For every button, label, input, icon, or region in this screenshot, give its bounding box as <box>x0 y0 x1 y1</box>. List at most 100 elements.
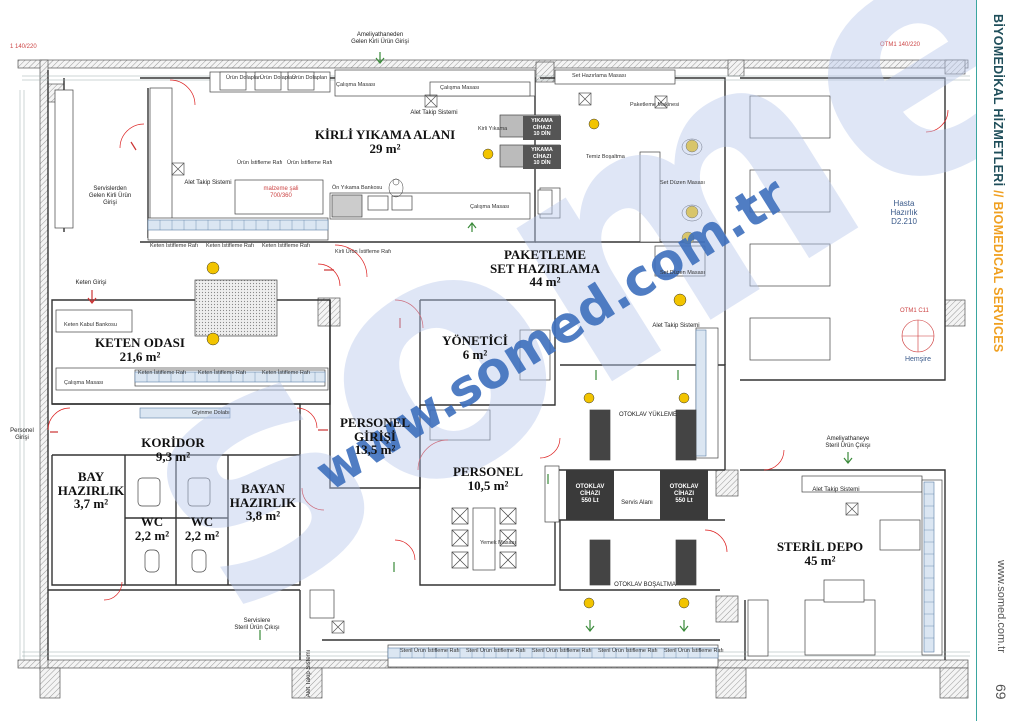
room-koridor: KORİDOR 9,3 m² <box>128 436 218 463</box>
tracking-system-3: Alet Takip Sistemi <box>648 323 704 330</box>
label-sterile-rack-3: Steril Ürün İstifleme Rafı <box>532 648 592 654</box>
sidebar-title-en: BIOMEDICAL SERVICES <box>991 201 1005 353</box>
label-text: Steril Ürün Çıkışı <box>234 624 280 631</box>
label-work-table-1: Çalışma Masası <box>336 82 376 88</box>
autoclave-unload-label: OTOKLAV BOŞALTMA <box>610 582 680 589</box>
door-swings <box>47 79 949 601</box>
label-work-table-4: Çalışma Masası <box>64 380 104 386</box>
label-text: Alet Takip Sistemi <box>812 487 860 493</box>
unit-line: CİHAZI <box>532 153 552 160</box>
room-area: 2,2 m² <box>134 527 170 543</box>
flow-arrows <box>50 52 853 640</box>
label-text: Personel <box>10 428 34 434</box>
label-linen-reception: Keten Kabul Bankosu <box>64 322 117 328</box>
unit-line: YIKAMA <box>531 118 553 124</box>
label-sterile-rack-4: Steril Ürün İstifleme Rafı <box>598 648 658 654</box>
label-text: 700/360 <box>270 192 292 199</box>
unit-line: 550 Lt <box>675 498 693 505</box>
room-name: KETEN ODASI <box>95 335 185 350</box>
label-product-cabinet-3: Ürün Dolapları <box>292 75 328 81</box>
room-kirli-yikama: KİRLİ YIKAMA ALANI 29 m² <box>300 128 470 155</box>
staff-entrance: Personel Girişi <box>2 428 42 442</box>
label-text: Alet Takip Sistemi <box>306 650 312 698</box>
unit-line: 550 Lt <box>581 498 599 505</box>
label-text: Gelen Kirli Ürün Girişi <box>351 38 409 45</box>
room-area: 6 m² <box>462 346 488 362</box>
label-text: OTOKLAV YÜKLEME <box>618 412 678 418</box>
room-name-2: SET HAZIRLAMA <box>490 260 600 276</box>
tracking-system-4: Alet Takip Sistemi <box>808 487 864 494</box>
label-dressing-cabinet: Giyinme Dolabı <box>192 410 230 416</box>
room-area: 2,2 m² <box>184 527 220 543</box>
label-text: Steril Ürün Çıkışı <box>825 442 871 449</box>
label-prewash: Ön Yıkama Bankosu <box>332 185 383 191</box>
nurse-station-symbol <box>901 319 935 353</box>
room-yonetici: YÖNETİCİ 6 m² <box>430 334 520 361</box>
surgery-dirty-inlet: Ameliyathaneden Gelen Kirli Ürün Girişi <box>340 32 420 46</box>
room-area: 45 m² <box>804 552 836 568</box>
grid-label-mid: OTM1 C11 <box>900 308 930 314</box>
label-text: Gelen Kirli Ürün <box>88 192 132 199</box>
room-name: BAY <box>77 469 105 484</box>
unit-line: CİHAZI <box>674 491 694 498</box>
label-product-rack-1: Ürün İstifleme Rafı <box>237 160 283 166</box>
room-area: 21,6 m² <box>119 348 161 364</box>
counters <box>54 69 943 668</box>
room-area: 44 m² <box>529 274 561 290</box>
unit-line: OTOKLAV <box>669 484 699 490</box>
room-steril-depo: STERİL DEPO 45 m² <box>765 540 875 567</box>
label-linen-rack-6: Keten İstifleme Rafı <box>262 370 310 376</box>
x-markers <box>171 92 859 634</box>
label-text: Girişi <box>15 434 29 441</box>
label-set-table-2: Set Düzen Masası <box>660 270 705 276</box>
room-name: PERSONEL <box>339 415 411 430</box>
room-personel: PERSONEL 10,5 m² <box>438 465 538 492</box>
service-sterile-outlet: Servislere Steril Ürün Çıkışı <box>224 618 290 632</box>
label-text: Ameliyathaneye <box>826 436 870 442</box>
room-keten-odasi: KETEN ODASI 21,6 m² <box>85 336 195 363</box>
autoclave-load-label: OTOKLAV YÜKLEME <box>618 412 678 419</box>
room-name: Hemşire <box>904 356 932 363</box>
unit-line: YIKAMA <box>531 147 553 153</box>
label-text: Alet Takip Sistemi <box>184 180 232 186</box>
label-text: Ameliyathaneden <box>356 32 404 38</box>
room-name-2: GİRİŞİ <box>354 428 396 444</box>
room-wc-2: WC 2,2 m² <box>178 515 226 542</box>
room-paketleme: PAKETLEME SET HAZIRLAMA 44 m² <box>480 248 610 289</box>
room-area: 3,8 m² <box>245 508 281 524</box>
room-name: KİRLİ YIKAMA ALANI <box>314 127 456 142</box>
room-area: 10,5 m² <box>467 477 509 493</box>
shelving <box>134 219 935 659</box>
room-name-2: HAZIRLIK <box>57 482 125 498</box>
label-sterile-rack-2: Steril Ürün İstifleme Rafı <box>466 648 526 654</box>
label-text: OTOKLAV BOŞALTMA <box>614 582 676 588</box>
grid-label-right: OTM1 140/220 <box>880 42 921 48</box>
room-hemsire: Hemşire <box>895 356 941 364</box>
label-linen-rack-4: Keten İstifleme Rafı <box>138 370 186 376</box>
label-product-rack-2: Ürün İstifleme Rafı <box>287 160 333 166</box>
room-name: PERSONEL <box>452 464 524 479</box>
sidebar-title: BİYOMEDİKAL HİZMETLERİ // BIOMEDICAL SER… <box>991 14 1005 353</box>
workstation-figures <box>206 118 703 609</box>
room-name: BAYAN <box>241 481 285 496</box>
sidebar-title-tr: BİYOMEDİKAL HİZMETLERİ <box>991 14 1005 187</box>
room-name: YÖNETİCİ <box>442 333 508 348</box>
page-number: 69 <box>993 684 1009 700</box>
room-name: STERİL DEPO <box>776 539 864 554</box>
label-linen-rack-3: Keten İstifleme Rafı <box>262 243 310 249</box>
label-dining-table: Yemek Masası <box>480 540 516 546</box>
label-work-table-2: Çalışma Masası <box>440 85 480 91</box>
label-text: Servis Alanı <box>621 500 653 506</box>
unit-line: CİHAZI <box>580 491 600 498</box>
unit-line: 10 DİN <box>533 131 551 138</box>
tracking-system-2: Alet Takip Sistemi <box>406 110 462 117</box>
label-sterile-rack-1: Steril Ürün İstifleme Rafı <box>400 648 460 654</box>
room-area: 3,7 m² <box>73 496 109 512</box>
room-area: 9,3 m² <box>155 448 191 464</box>
label-set-table-1: Set Düzen Masası <box>660 180 705 186</box>
label-linen-rack-5: Keten İstifleme Rafı <box>198 370 246 376</box>
room-name: WC <box>140 514 164 529</box>
autoclave-unit-1: OTOKLAV CİHAZI 550 Lt <box>566 470 614 520</box>
autoclave-unit-2: OTOKLAV CİHAZI 550 Lt <box>660 470 708 520</box>
